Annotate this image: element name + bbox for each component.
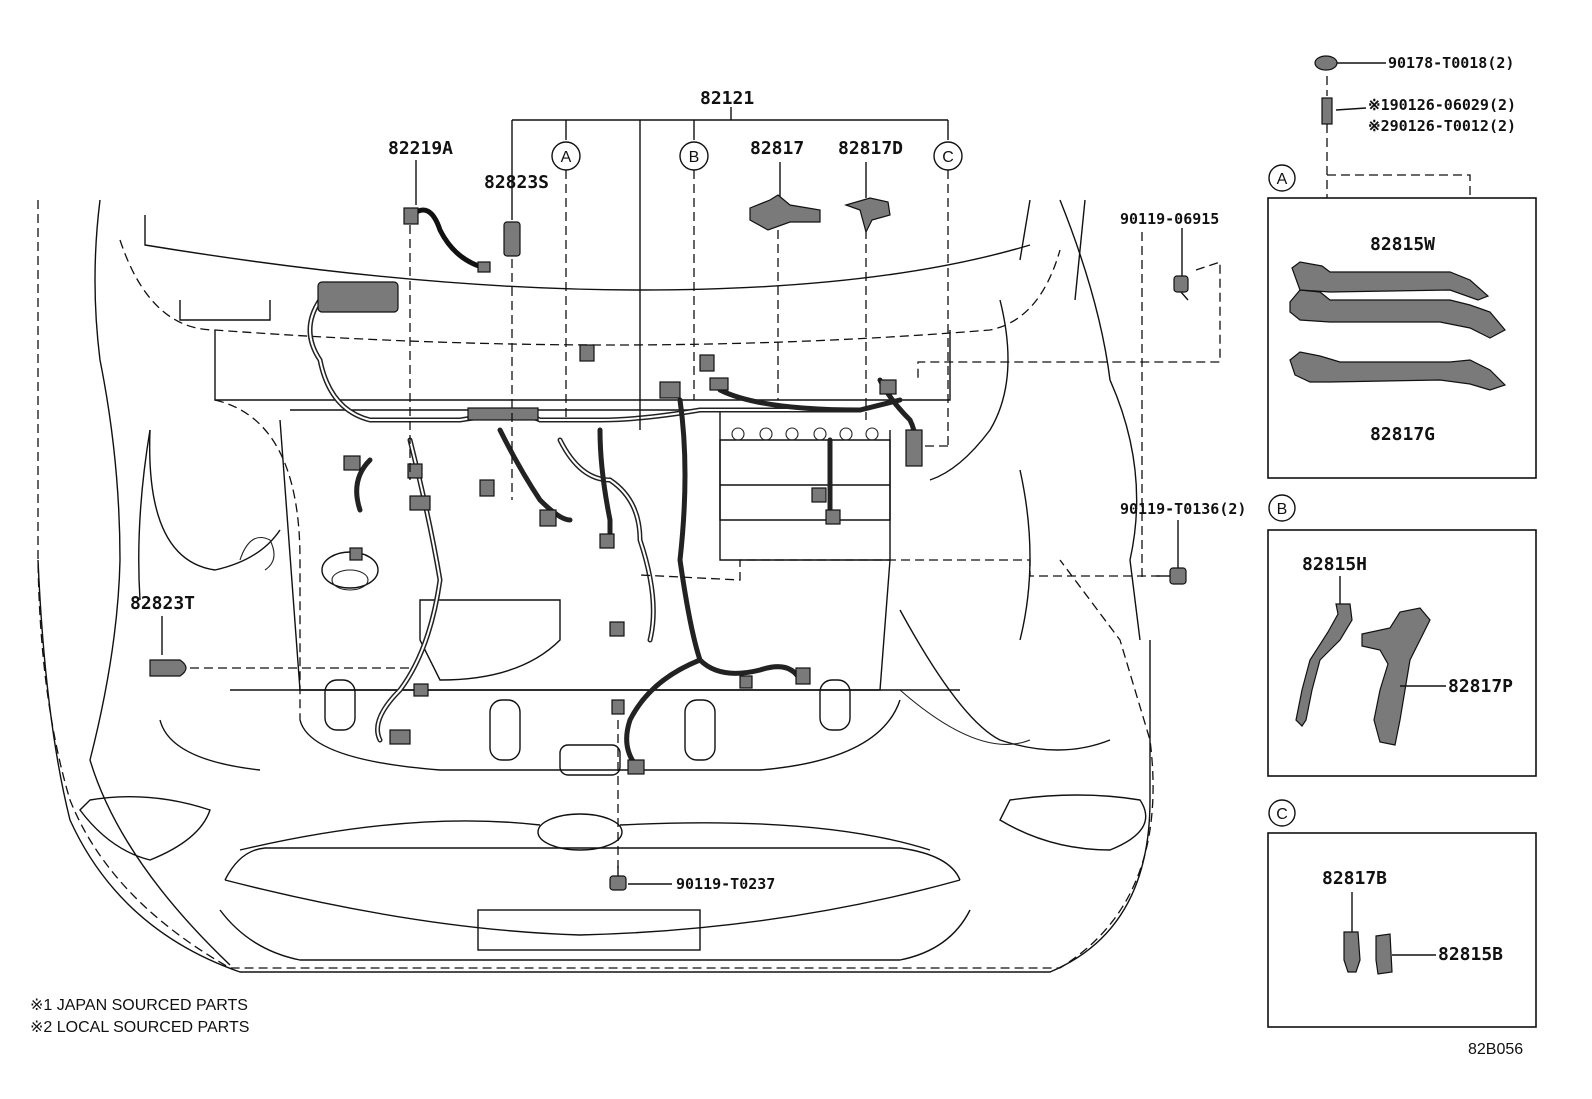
label-90119-t0136: 90119-T0136(2)	[1120, 500, 1246, 518]
stud-icon	[1321, 97, 1333, 125]
label-90119-t0237: 90119-T0237	[676, 875, 775, 893]
label-82823t: 82823T	[130, 593, 195, 614]
inset-c-marker: C	[1268, 799, 1296, 827]
callout-a-marker: A	[551, 141, 581, 171]
label-90119-06915: 90119-06915	[1120, 210, 1219, 228]
label-82121: 82121	[700, 88, 754, 109]
label-82817d: 82817D	[838, 138, 903, 159]
label-82817g: 82817G	[1370, 424, 1435, 445]
diagram-code: 82B056	[1468, 1041, 1523, 1058]
svg-text:B: B	[689, 149, 700, 166]
label-82817: 82817	[750, 138, 804, 159]
label-82815w: 82815W	[1370, 234, 1435, 255]
label-82817b: 82817B	[1322, 868, 1387, 889]
svg-text:B: B	[1277, 501, 1288, 518]
svg-text:C: C	[942, 149, 954, 166]
parts-icons	[149, 55, 1338, 891]
label-82817p: 82817P	[1448, 676, 1513, 697]
callout-b-marker: B	[679, 141, 709, 171]
note-japan-sourced: ※1 JAPAN SOURCED PARTS	[30, 997, 248, 1014]
nut-icon	[1314, 55, 1338, 71]
inset-b: B 82815H 82817P	[1267, 494, 1537, 777]
label-82815b: 82815B	[1438, 944, 1503, 965]
engine-wire-harness	[307, 281, 923, 775]
vehicle-body-outline	[37, 199, 1154, 973]
svg-text:C: C	[1276, 806, 1288, 823]
inset-a-marker: A	[1268, 164, 1296, 192]
label-82219a: 82219A	[388, 138, 453, 159]
label-90178-t0018: 90178-T0018(2)	[1388, 54, 1514, 72]
label-82815h: 82815H	[1302, 554, 1367, 575]
svg-text:A: A	[561, 149, 572, 166]
svg-text:A: A	[1277, 171, 1288, 188]
bolt-icon	[1156, 567, 1187, 585]
label-90126-t0012: ※290126-T0012(2)	[1368, 117, 1516, 135]
inset-c: C 82817B 82815B	[1267, 799, 1537, 1028]
label-90126-06029: ※190126-06029(2)	[1368, 96, 1516, 114]
note-local-sourced: ※2 LOCAL SOURCED PARTS	[30, 1019, 249, 1036]
label-82823s: 82823S	[484, 172, 549, 193]
inset-a: A 82815W 82817G	[1267, 164, 1537, 479]
leader-lines	[161, 62, 1471, 885]
callout-c-marker: C	[933, 141, 963, 171]
bolt-icon	[609, 866, 627, 891]
inset-b-marker: B	[1268, 494, 1296, 522]
bolt-icon	[1173, 275, 1189, 301]
